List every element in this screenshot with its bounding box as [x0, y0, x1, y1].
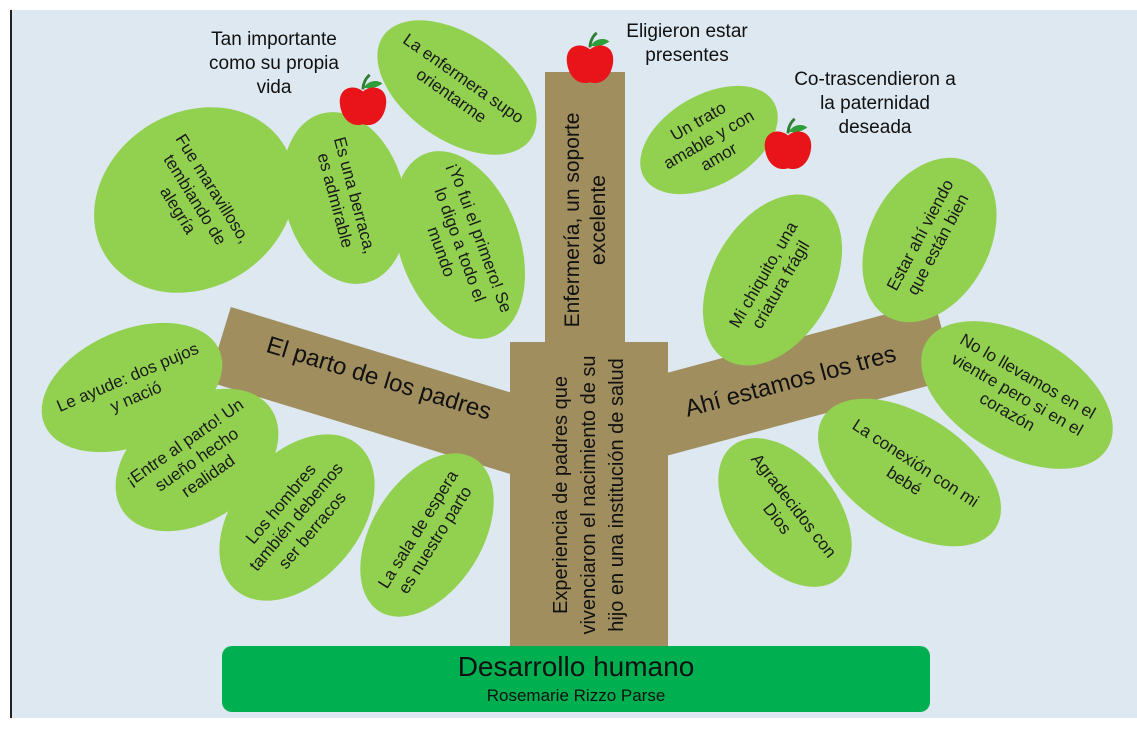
frame-left-border: [10, 10, 12, 718]
fruit-label: Tan importante como su propia vida: [209, 29, 339, 98]
leaf: Estar ahí viendo que están bien: [835, 134, 1024, 346]
upper-trunk: [545, 72, 625, 362]
base-subtitle: Rosemarie Rizzo Parse: [486, 686, 666, 706]
fruit-label: Eligieron estar presentes: [626, 21, 748, 66]
upper-trunk-label: Enfermería, un soporte excelente: [560, 112, 610, 328]
apple-icon: [566, 31, 614, 84]
upper-trunk-text: Enfermería, un soporte excelente: [546, 75, 626, 365]
lower-trunk: [510, 342, 668, 652]
diagram-canvas: Enfermería, un soporte excelente Experie…: [12, 10, 1137, 718]
base-box: Desarrollo humano Rosemarie Rizzo Parse: [222, 646, 930, 712]
base-title: Desarrollo humano: [457, 650, 695, 682]
lower-trunk-label: Experiencia de padres que vivenciaron el…: [550, 355, 628, 635]
apple-icon: [339, 73, 387, 126]
fruit-label: Co-trascendieron a la paternidad deseada: [794, 69, 956, 138]
lower-trunk-text: Experiencia de padres que vivenciaron el…: [514, 340, 664, 650]
apple-icon: [764, 117, 812, 170]
